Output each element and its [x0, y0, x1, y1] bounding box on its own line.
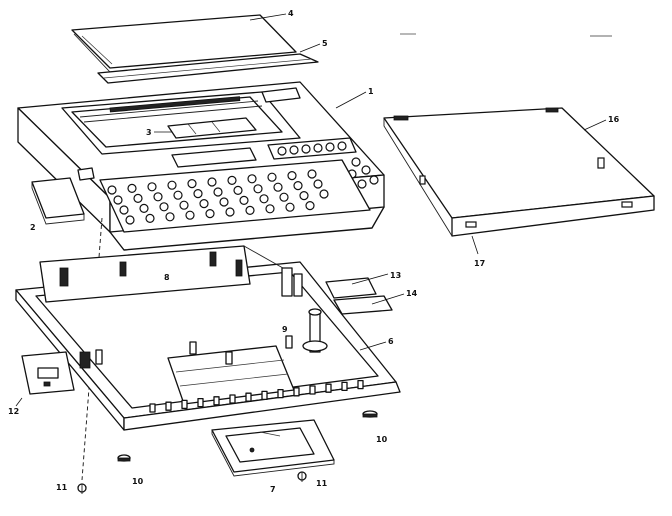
keyboard-key [165, 212, 175, 222]
callout-16: 16 [608, 115, 620, 124]
keyboard-key [107, 185, 117, 195]
front-edge-bump [341, 381, 348, 392]
keyboard-key [247, 174, 257, 184]
callout-14: 14 [406, 289, 418, 298]
part-lid-strip [97, 53, 319, 84]
callout-10a: 10 [132, 477, 144, 486]
part-bottom-plate [211, 419, 335, 477]
keyboard-key [125, 215, 135, 225]
leader-lines [15, 13, 607, 407]
callout-labels: 1 2 3 4 5 6 7 8 9 10 10 11 11 12 13 14 1… [8, 9, 620, 494]
front-edge-bump [197, 397, 204, 408]
keyboard-key [119, 205, 129, 215]
keyboard-key [285, 202, 295, 212]
callout-11a: 11 [56, 483, 68, 492]
front-edge-bump [277, 388, 284, 399]
keyboard-key [167, 180, 177, 190]
callout-12: 12 [8, 407, 19, 416]
keyboard-key [227, 175, 237, 185]
keyboard-key [139, 203, 149, 213]
front-edge-bump [181, 399, 188, 410]
keyboard-key [153, 192, 163, 202]
keyboard-key [267, 172, 277, 182]
keyboard-key [305, 201, 315, 211]
part-side-plate [31, 177, 85, 225]
callout-6: 6 [388, 337, 394, 346]
front-edge-bumps [149, 379, 364, 413]
part-label-14 [333, 295, 393, 315]
front-edge-bump [293, 387, 300, 397]
keyboard-key [159, 202, 169, 212]
keyboard-key [193, 189, 203, 199]
part-foot-left [117, 454, 131, 462]
part-label-13 [325, 277, 377, 299]
keyboard-key [145, 213, 155, 223]
part-lower-case [15, 245, 401, 431]
keyboard-key [253, 184, 263, 194]
front-edge-bump [213, 396, 220, 406]
callout-4: 4 [288, 9, 294, 18]
front-edge-bump [165, 401, 172, 411]
keyboard-key [127, 183, 137, 193]
keyboard-key [307, 169, 317, 179]
callout-1: 1 [368, 87, 374, 96]
keyboard-key [239, 195, 249, 205]
function-keys [277, 141, 379, 189]
keyboard-key [205, 209, 215, 219]
keyboard-key [287, 171, 297, 181]
keyboard-key [147, 182, 157, 192]
keyboard-key [207, 177, 217, 187]
keyboard-key [245, 205, 255, 215]
part-upper-case [17, 81, 385, 251]
front-edge-bump [309, 385, 316, 395]
callout-13: 13 [390, 271, 401, 280]
keyboard-key [273, 182, 283, 192]
keyboard-key [319, 189, 329, 199]
keyboard-key [219, 197, 229, 207]
front-edge-bump [261, 390, 268, 401]
keyboard-key [179, 200, 189, 210]
keyboard-key [279, 192, 289, 202]
front-edge-bump [245, 392, 252, 402]
keyboard-key [199, 199, 209, 209]
part-rear-cover [383, 107, 655, 237]
keyboard-key [187, 179, 197, 189]
keyboard-key [299, 191, 309, 201]
callout-9: 9 [282, 325, 288, 334]
keyboard-key [185, 210, 195, 220]
part-side-bracket [21, 351, 75, 395]
part-screw-left [77, 483, 87, 494]
keyboard-key [265, 204, 275, 214]
callout-2: 2 [30, 223, 36, 232]
part-foot-right [362, 410, 378, 418]
callout-8: 8 [164, 273, 170, 282]
keyboard-key [113, 195, 123, 205]
part-screw-right [297, 471, 307, 482]
callout-17: 17 [474, 259, 485, 268]
keyboard-key [173, 190, 183, 200]
front-edge-bump [325, 383, 332, 393]
keyboard-key [313, 179, 323, 189]
front-edge-bump [229, 394, 236, 404]
front-edge-bump [149, 403, 156, 413]
callout-10b: 10 [376, 435, 388, 444]
keyboard-key [293, 181, 303, 191]
keyboard-keys [107, 169, 329, 225]
keyboard-key [259, 194, 269, 204]
keyboard-key [213, 187, 223, 197]
front-edge-bump [357, 379, 364, 390]
callout-7: 7 [270, 485, 276, 494]
callout-3: 3 [146, 128, 152, 137]
keyboard-key [133, 193, 143, 203]
callout-11b: 11 [316, 479, 328, 488]
keyboard-key [225, 207, 235, 217]
keyboard-key [233, 185, 243, 195]
callout-5: 5 [322, 39, 328, 48]
